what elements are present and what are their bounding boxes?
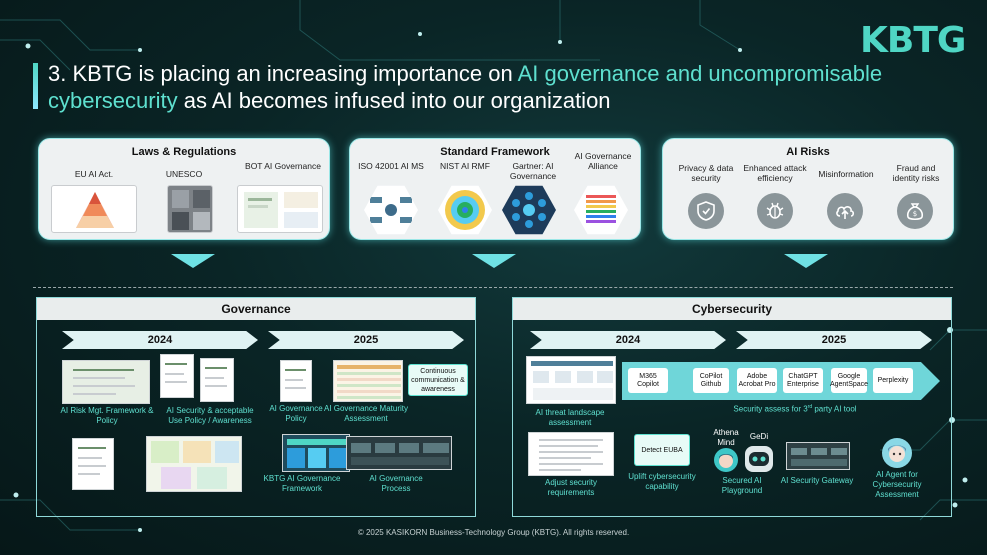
title-part1: KBTG is placing an increasing importance…	[72, 61, 513, 86]
tool-google-agentspace: Google AgentSpace	[830, 368, 868, 393]
governance-framework-caption: KBTG AI Governance Framework	[263, 474, 341, 493]
ai-governance-policy-doc	[280, 360, 312, 402]
tool-copilot-github: CoPilot Github	[693, 368, 729, 393]
governance-year-2025: 2025	[268, 331, 464, 349]
title-highlight: AI governance and uncompromisable cybers…	[48, 61, 883, 113]
security-requirements-doc	[528, 432, 614, 476]
security-assess-caption: Security assess for 3rd party AI tool	[680, 404, 910, 414]
laws-regulations-panel: Laws & Regulations EU AI Act. UNESCO BOT…	[38, 138, 330, 240]
eu-ai-act-image	[51, 185, 137, 233]
nist-ai-rmf-label: NIST AI RMF	[440, 161, 490, 171]
tool-m365-copilot: M365 Copilot	[628, 368, 668, 393]
ai-risk-framework-caption: AI Risk Mgt. Framework & Policy	[60, 406, 154, 425]
page-title: 3. KBTG is placing an increasing importa…	[48, 60, 978, 114]
gedi-label: GeDi	[749, 432, 769, 441]
cyber-year-2025: 2025	[736, 331, 932, 349]
athena-mind-label: Athena Mind	[713, 428, 739, 447]
eu-ai-act-label: EU AI Act.	[74, 169, 114, 179]
chevron-down-icon	[171, 254, 215, 268]
laws-panel-title: Laws & Regulations	[131, 146, 237, 158]
section-divider	[33, 287, 953, 288]
chevron-down-icon	[472, 254, 516, 268]
athena-mind-avatar	[714, 448, 738, 472]
fraud-risk-label: Fraud and identity risks	[892, 163, 940, 183]
iso-42001-label: ISO 42001 AI MS	[358, 161, 424, 171]
awareness-posters	[146, 436, 242, 492]
standard-framework-panel: Standard Framework ISO 42001 AI MS NIST …	[349, 138, 641, 240]
gedi-robot-icon	[745, 446, 773, 472]
ai-risks-panel: AI Risks Privacy & data security Enhance…	[662, 138, 954, 240]
money-bag-icon: $	[897, 193, 933, 229]
tool-adobe-acrobat-pro: Adobe Acrobat Pro	[737, 368, 777, 393]
acceptable-use-policy-doc	[200, 358, 234, 402]
cybersecurity-title: Cybersecurity	[513, 298, 951, 320]
title-accent-bar	[33, 63, 38, 109]
ai-security-policy-caption: AI Security & acceptable Use Policy / Aw…	[166, 406, 254, 425]
shield-icon	[688, 193, 724, 229]
governance-year-2024: 2024	[62, 331, 258, 349]
assess-suffix: party AI tool	[812, 404, 857, 414]
misinformation-label: Misinformation	[818, 169, 874, 179]
ai-governance-alliance-image	[574, 185, 628, 235]
gartner-image	[502, 185, 556, 235]
nist-ai-rmf-image	[438, 185, 492, 235]
gartner-label: Gartner: AI Governance	[509, 161, 557, 181]
cyber-year-2024: 2024	[530, 331, 726, 349]
governance-framework-chart	[282, 434, 350, 472]
tool-chatgpt-enterprise: ChatGPT Enterprise	[783, 368, 823, 393]
cloud-upload-icon	[827, 193, 863, 229]
attack-risk-label: Enhanced attack efficiency	[743, 163, 807, 183]
maturity-assessment-table	[333, 360, 403, 402]
unesco-image	[167, 185, 213, 233]
governance-title: Governance	[37, 298, 475, 320]
title-number: 3.	[48, 61, 67, 86]
ai-governance-policy-caption: AI Governance Policy	[269, 404, 323, 423]
threat-landscape-caption: AI threat landscape assessment	[535, 408, 605, 427]
assess-superscript: rd	[807, 404, 813, 410]
ai-security-policy-doc	[160, 354, 194, 398]
policy-document-2024	[72, 438, 114, 490]
tool-perplexity: Perplexity	[873, 368, 913, 393]
security-requirements-caption: Adjust security requirements	[544, 478, 598, 497]
ai-security-gateway-caption: AI Security Gateway	[780, 476, 854, 485]
maturity-assessment-caption: AI Governance Maturity Assessment	[323, 404, 409, 423]
governance-process-caption: AI Governance Process	[369, 474, 423, 493]
secured-playground-caption: Secured AI Playground	[721, 476, 763, 495]
ai-security-gateway-diagram	[786, 442, 850, 470]
governance-section: Governance	[36, 297, 476, 517]
title-part2: as AI becomes infused into our organizat…	[183, 88, 611, 113]
risks-panel-title: AI Risks	[786, 146, 830, 158]
ai-agent-caption: AI Agent for Cybersecurity Assessment	[872, 470, 922, 499]
svg-text:$: $	[913, 210, 917, 218]
governance-process-diagram	[346, 436, 452, 470]
bot-ai-governance-image	[237, 185, 323, 233]
ai-agent-avatar	[882, 438, 912, 468]
unesco-label: UNESCO	[165, 169, 203, 179]
uplift-capability-caption: Uplift cybersecurity capability	[628, 472, 696, 491]
assess-prefix: Security assess for 3	[733, 404, 808, 414]
cybersecurity-section: Cybersecurity	[512, 297, 952, 517]
threat-landscape-diagram	[526, 356, 616, 404]
ai-risk-framework-doc	[62, 360, 150, 404]
bot-ai-governance-label: BOT AI Governance	[245, 161, 321, 171]
ai-governance-alliance-label: AI Governance Alliance	[574, 151, 632, 171]
framework-panel-title: Standard Framework	[440, 146, 550, 158]
continuous-communication-pill: Continuous communication & awareness	[408, 364, 468, 396]
privacy-risk-label: Privacy & data security	[678, 163, 734, 183]
detect-euba-pill: Detect EUBA	[634, 434, 690, 466]
iso-42001-image	[364, 185, 418, 235]
bug-icon	[757, 193, 793, 229]
chevron-down-icon	[784, 254, 828, 268]
kbtg-logo: KBTG	[860, 20, 966, 61]
copyright-footer: © 2025 KASIKORN Business-Technology Grou…	[357, 528, 630, 537]
